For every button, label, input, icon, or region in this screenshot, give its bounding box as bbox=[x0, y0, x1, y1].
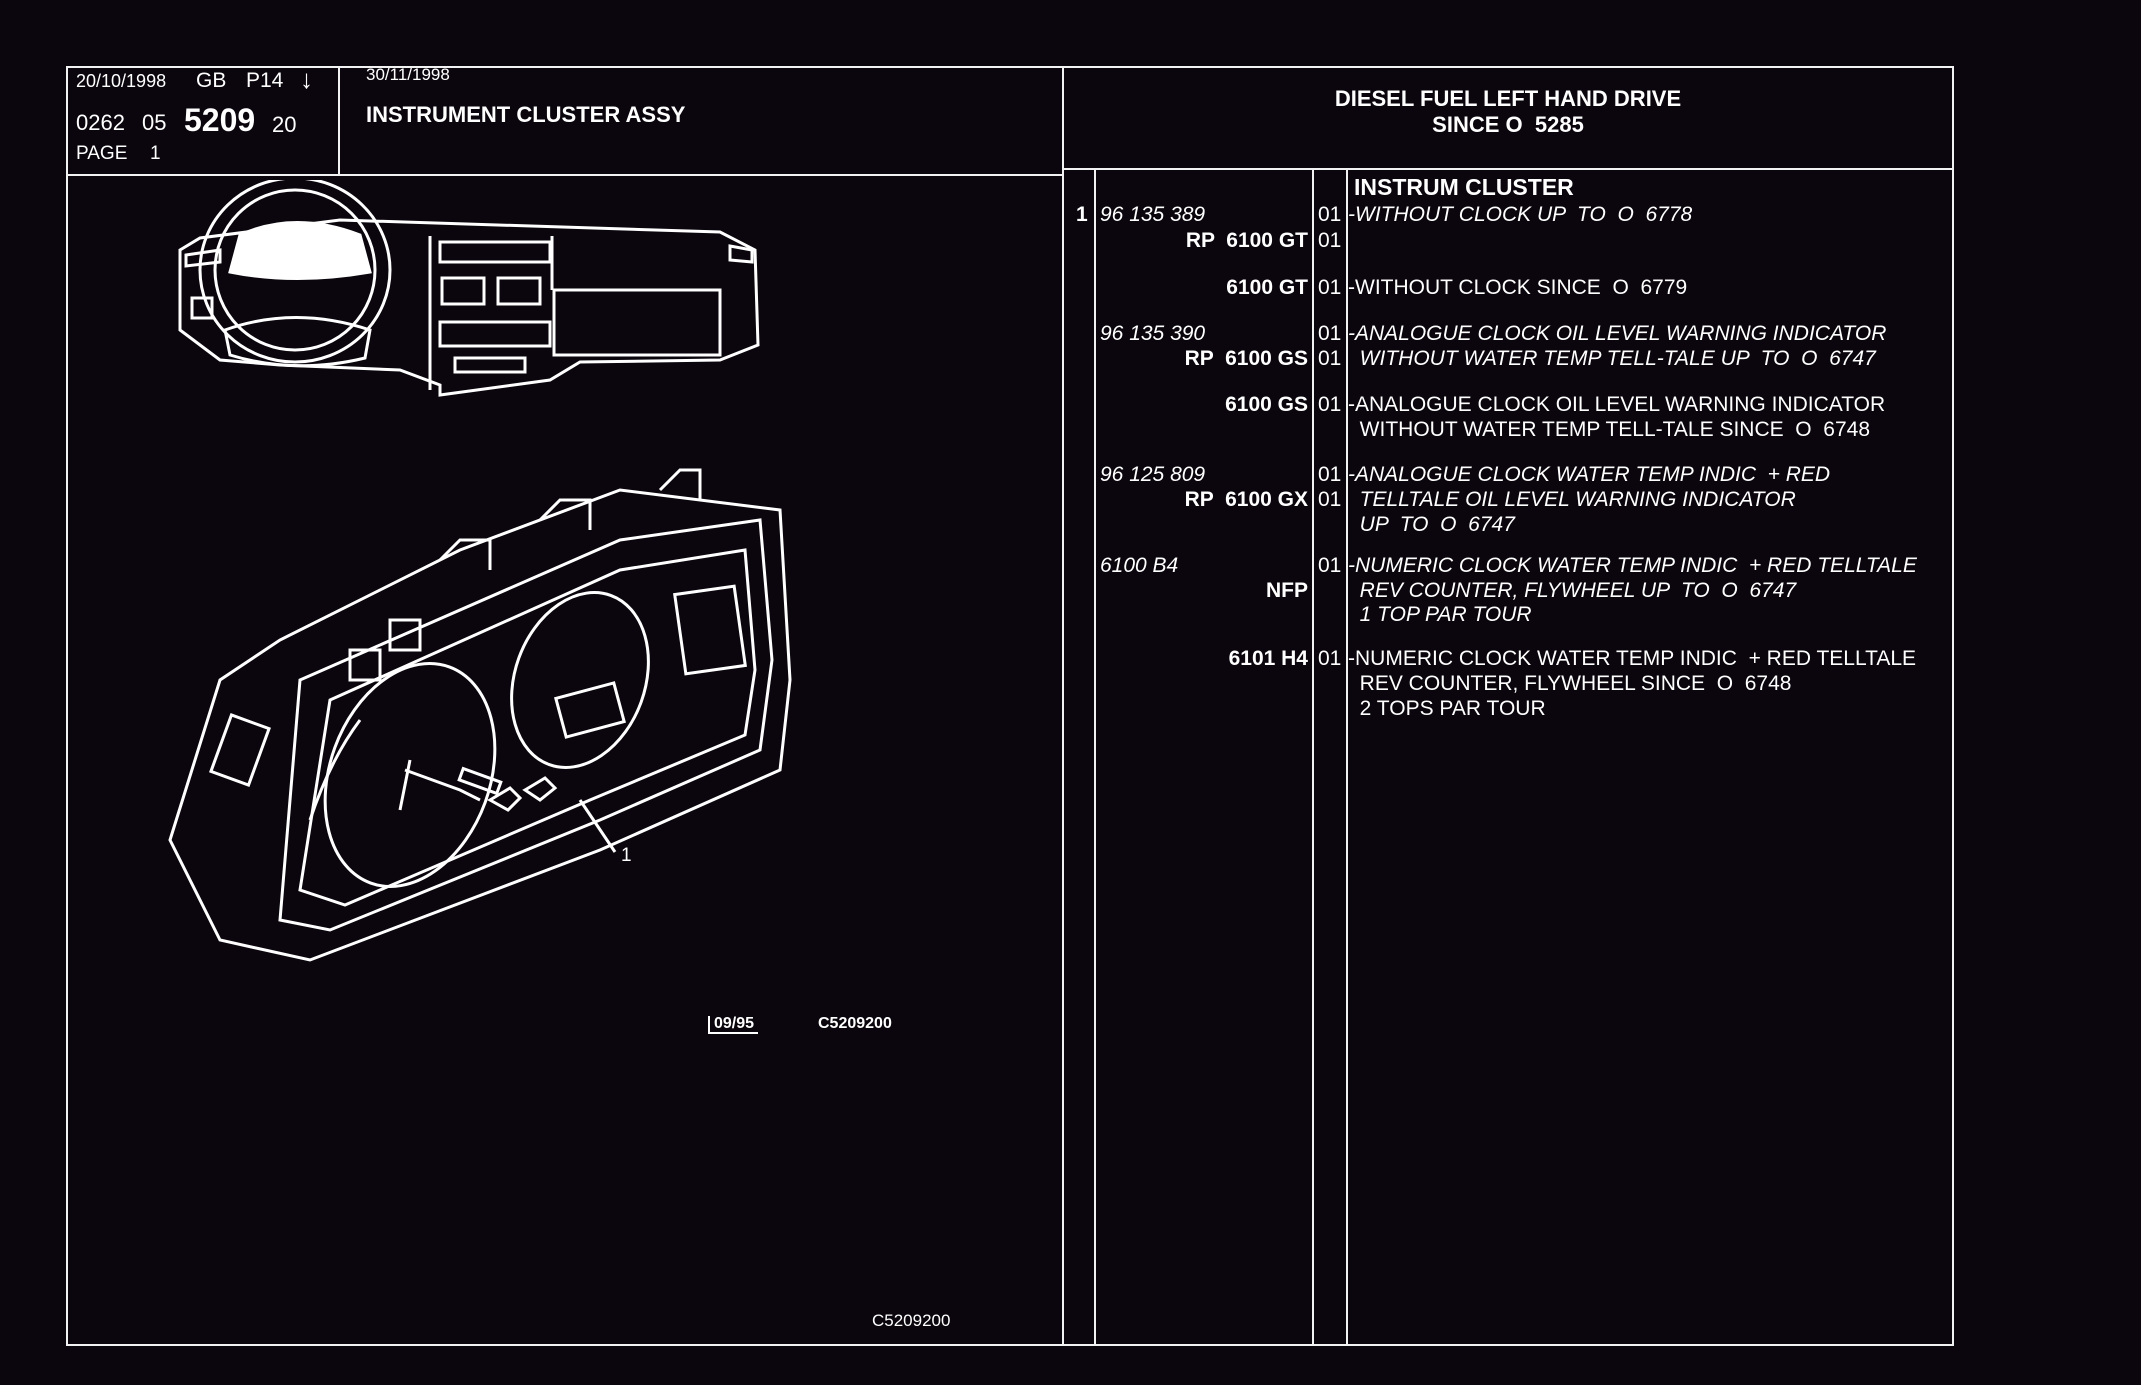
row-ref: 96 135 389 bbox=[1100, 203, 1206, 226]
footer-code: C5209200 bbox=[872, 1311, 951, 1330]
table-col-divider-1 bbox=[1094, 168, 1096, 1346]
row-qty: 01 bbox=[1318, 322, 1342, 345]
row-qty: 01 bbox=[1318, 554, 1342, 577]
row-item-number: 1 bbox=[1076, 203, 1088, 226]
row-qty: 01 bbox=[1318, 488, 1342, 511]
row-code: RP 6100 GX bbox=[1184, 488, 1308, 511]
center-divider bbox=[1062, 66, 1064, 1346]
stamp-date: 09/95 bbox=[708, 1016, 759, 1034]
callout-number: 1 bbox=[621, 845, 632, 866]
header-date-mid: 30/11/1998 bbox=[366, 65, 450, 84]
row-desc: REV COUNTER, FLYWHEEL SINCE O 6748 bbox=[1348, 672, 1792, 695]
parts-heading: INSTRUM CLUSTER bbox=[1354, 174, 1574, 200]
row-code: 6100 GS bbox=[1225, 393, 1308, 416]
header-code-main: 5209 bbox=[184, 102, 256, 138]
row-qty: 01 bbox=[1318, 463, 1342, 486]
dashboard-drawing bbox=[178, 180, 760, 397]
header-page-label: PAGE bbox=[76, 143, 128, 164]
row-desc: REV COUNTER, FLYWHEEL UP TO O 6747 bbox=[1348, 579, 1797, 602]
header-divider-1 bbox=[338, 66, 340, 176]
row-desc: 1 TOP PAR TOUR bbox=[1348, 603, 1532, 626]
row-desc: WITHOUT WATER TEMP TELL-TALE UP TO O 674… bbox=[1348, 347, 1876, 370]
row-desc: TELLTALE OIL LEVEL WARNING INDICATOR bbox=[1348, 488, 1796, 511]
row-desc: -ANALOGUE CLOCK OIL LEVEL WARNING INDICA… bbox=[1348, 393, 1886, 416]
variant-line-2: SINCE O 5285 bbox=[1432, 112, 1584, 137]
header-date-left: 20/10/1998 bbox=[76, 71, 167, 91]
header-bottom-right bbox=[1062, 168, 1954, 170]
row-qty: 01 bbox=[1318, 229, 1342, 252]
row-ref: 96 135 390 bbox=[1100, 322, 1206, 345]
table-col-divider-2 bbox=[1312, 168, 1314, 1346]
row-desc: -ANALOGUE CLOCK OIL LEVEL WARNING INDICA… bbox=[1348, 322, 1887, 345]
row-code: 6100 GT bbox=[1226, 276, 1308, 299]
row-desc: -WITHOUT CLOCK UP TO O 6778 bbox=[1348, 203, 1693, 226]
header-code-mid: 05 bbox=[142, 110, 167, 135]
row-desc: UP TO O 6747 bbox=[1348, 513, 1515, 536]
row-desc: -WITHOUT CLOCK SINCE O 6779 bbox=[1348, 276, 1688, 299]
row-desc: 2 TOPS PAR TOUR bbox=[1348, 697, 1546, 720]
page-title: INSTRUMENT CLUSTER ASSY bbox=[366, 102, 686, 127]
document-frame bbox=[66, 66, 1954, 1346]
row-desc: -NUMERIC CLOCK WATER TEMP INDIC + RED TE… bbox=[1348, 647, 1917, 670]
row-desc: -NUMERIC CLOCK WATER TEMP INDIC + RED TE… bbox=[1348, 554, 1917, 577]
header-model: P14 bbox=[246, 69, 284, 92]
row-desc: -ANALOGUE CLOCK WATER TEMP INDIC + RED bbox=[1348, 463, 1831, 486]
row-ref: 6100 B4 bbox=[1100, 554, 1179, 577]
row-qty: 01 bbox=[1318, 347, 1342, 370]
row-code: NFP bbox=[1266, 579, 1308, 602]
header-page-number: 1 bbox=[150, 143, 161, 164]
row-code: 6101 H4 bbox=[1228, 647, 1308, 670]
instrument-cluster-drawing bbox=[168, 468, 792, 962]
arrow-down-icon: ↓ bbox=[300, 64, 313, 94]
row-qty: 01 bbox=[1318, 276, 1342, 299]
row-code: RP 6100 GS bbox=[1184, 347, 1308, 370]
table-col-divider-3 bbox=[1346, 168, 1348, 1346]
row-desc: WITHOUT WATER TEMP TELL-TALE SINCE O 674… bbox=[1348, 418, 1871, 441]
stamp-code: C5209200 bbox=[818, 1015, 892, 1032]
header-bottom-left bbox=[66, 174, 1064, 176]
row-qty: 01 bbox=[1318, 647, 1342, 670]
header-country: GB bbox=[196, 69, 227, 92]
row-qty: 01 bbox=[1318, 203, 1342, 226]
header-code-prefix: 0262 bbox=[76, 110, 125, 135]
row-qty: 01 bbox=[1318, 393, 1342, 416]
variant-line-1: DIESEL FUEL LEFT HAND DRIVE bbox=[1334, 86, 1682, 111]
header-code-suffix: 20 bbox=[272, 112, 297, 137]
row-ref: 96 125 809 bbox=[1100, 463, 1206, 486]
row-code: RP 6100 GT bbox=[1185, 229, 1308, 252]
